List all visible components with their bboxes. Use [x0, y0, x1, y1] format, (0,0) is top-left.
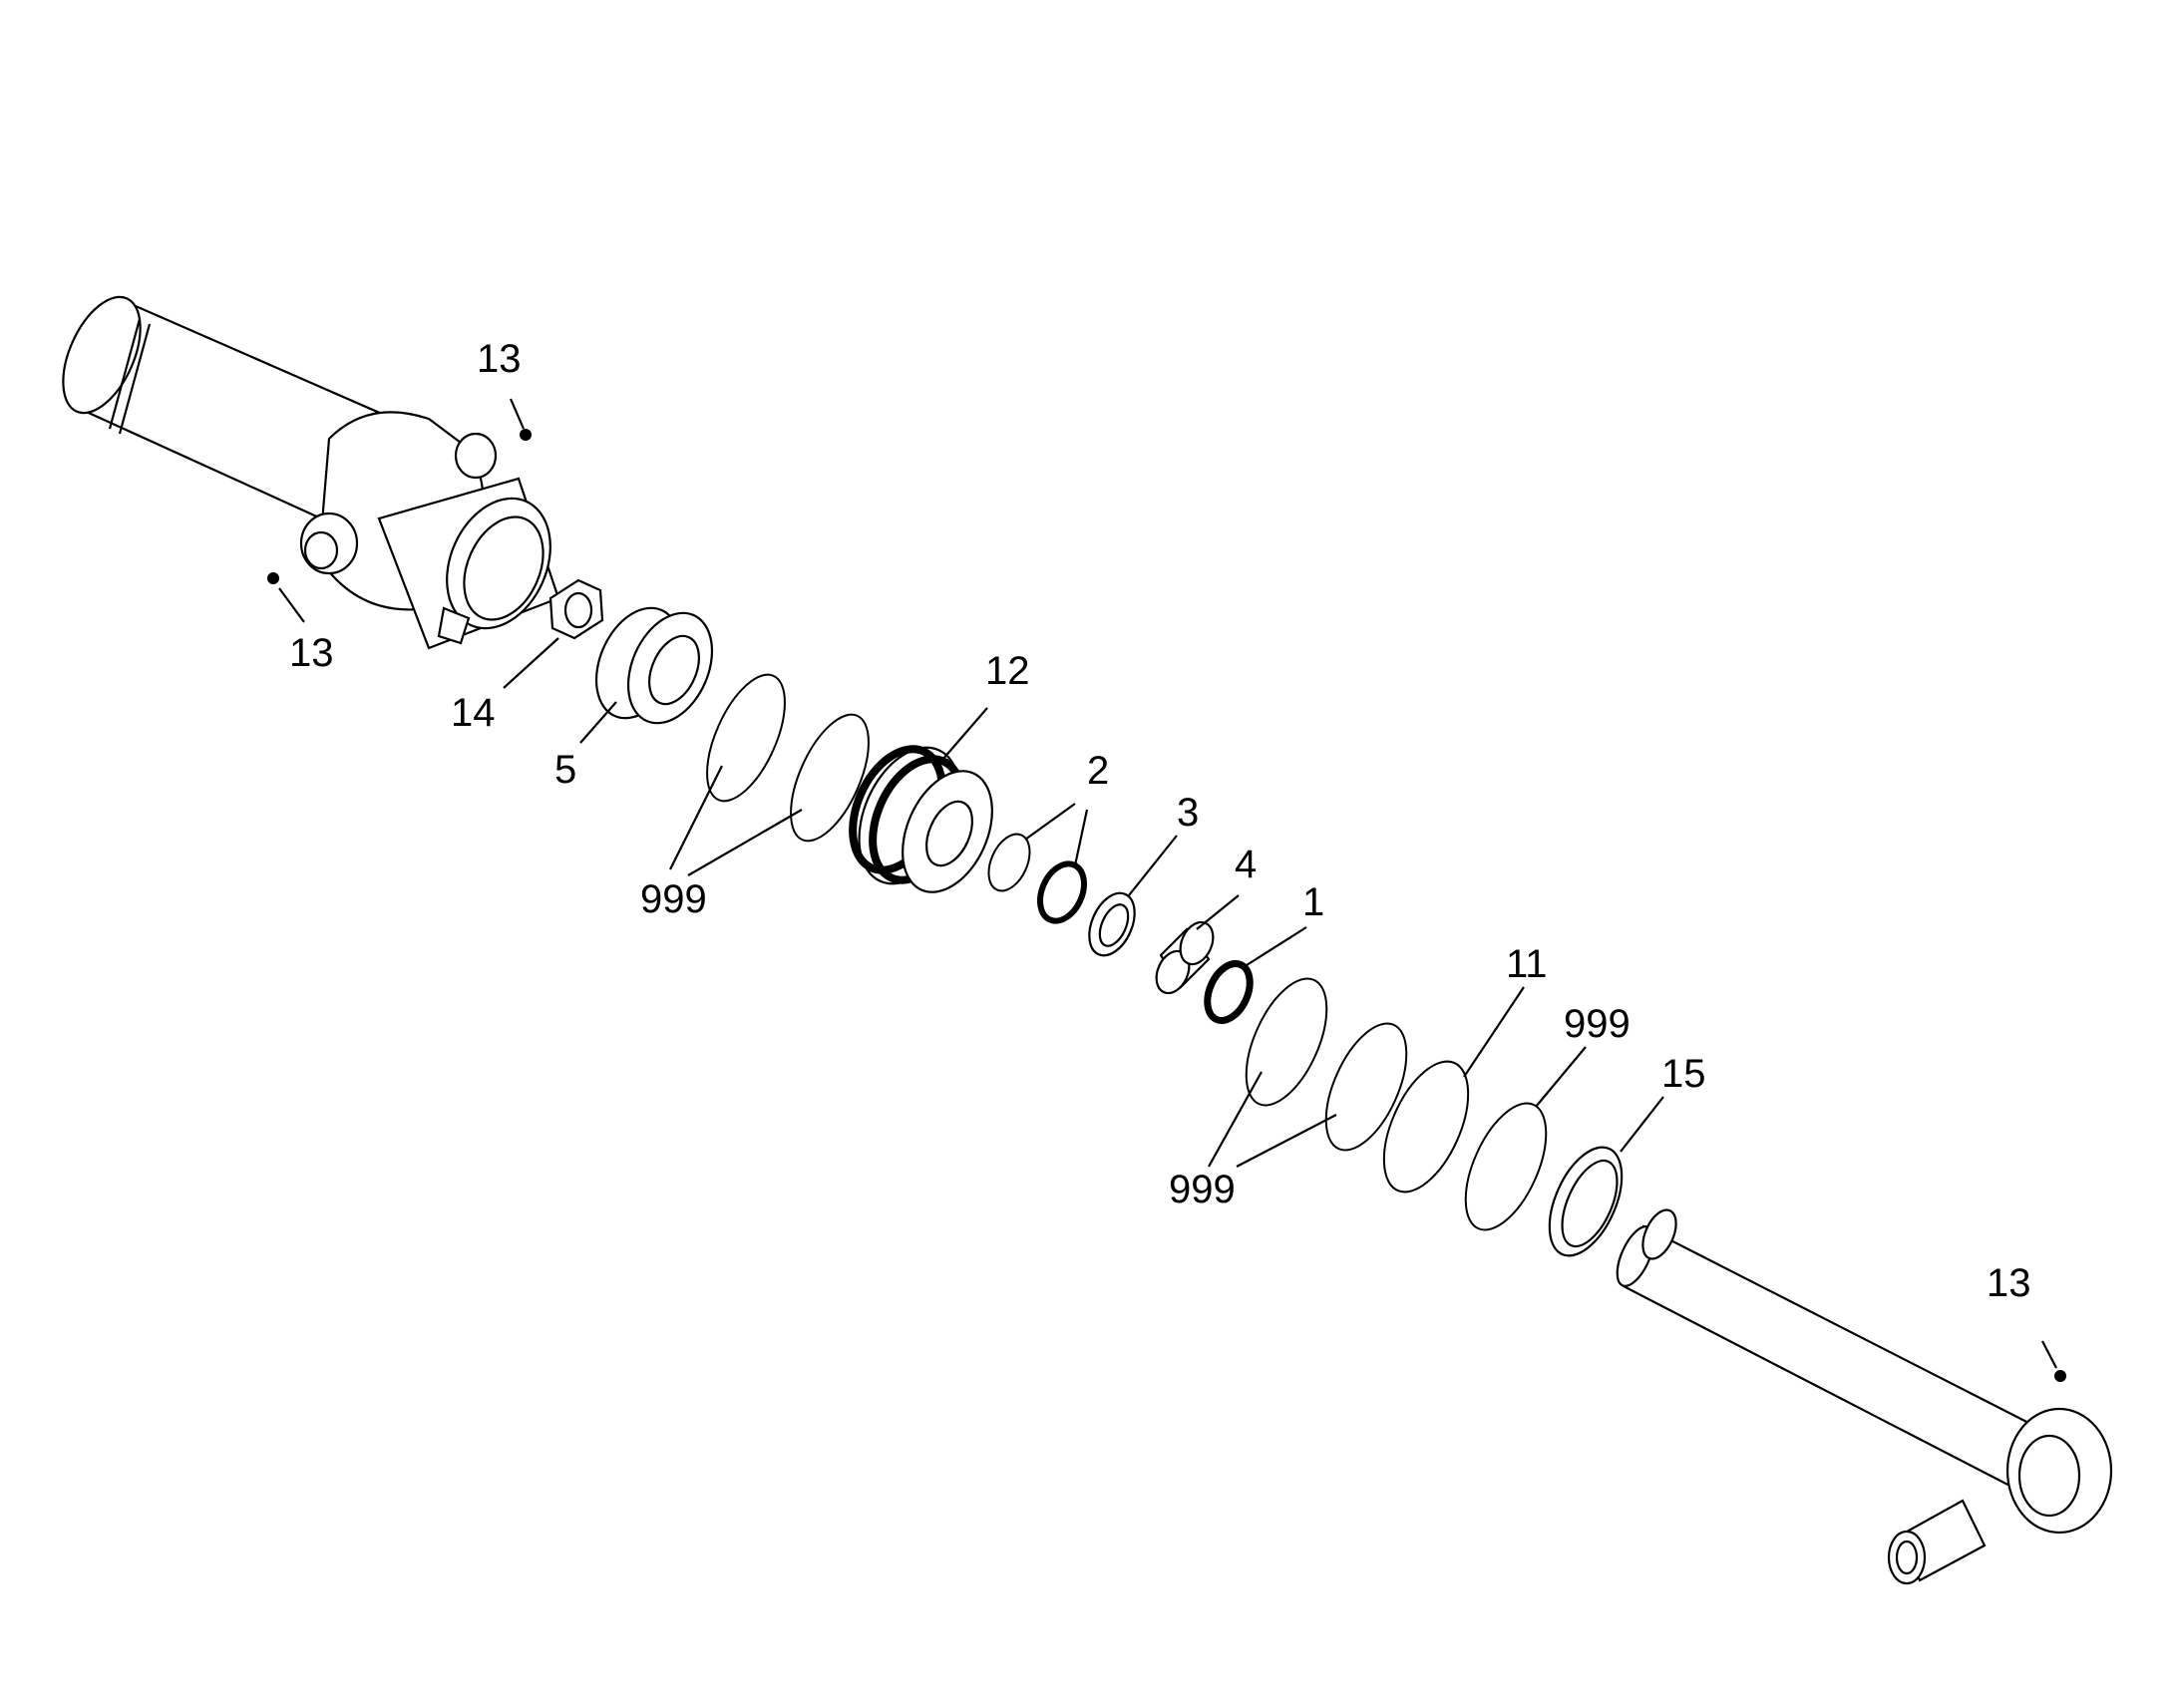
piston-rod: [1616, 1208, 2113, 1535]
callout-4: 4: [1235, 843, 1257, 886]
gland-5: [579, 606, 714, 744]
callout-999-b: 999: [1564, 1002, 1631, 1046]
callout-12: 12: [985, 649, 1030, 693]
lock-ring-15: [1548, 1096, 1664, 1257]
callout-13-top: 13: [477, 337, 522, 381]
bushing-4: [1155, 894, 1240, 995]
o-ring-1: [1204, 926, 1307, 1024]
callout-15: 15: [1661, 1052, 1706, 1096]
seal-ring-999-c: [1464, 1046, 1587, 1231]
ring-3: [1088, 835, 1178, 957]
nut-14: [503, 578, 604, 689]
screw-13-right: [2041, 1340, 2066, 1382]
callout-5: 5: [554, 748, 576, 792]
seals-2: [987, 803, 1089, 924]
seal-rings-999-a: [669, 673, 870, 876]
rod-bushing: [1887, 1499, 1987, 1585]
seal-rings-999-b: [1208, 977, 1408, 1168]
callout-13-right: 13: [1987, 1261, 2031, 1305]
callout-3: 3: [1177, 791, 1199, 835]
callout-1: 1: [1302, 880, 1324, 924]
cylinder-barrel: [62, 295, 560, 650]
screw-13-left: [267, 572, 305, 623]
callout-999-c: 999: [1169, 1168, 1236, 1211]
piston-12: [849, 707, 993, 893]
ring-11: [1382, 986, 1525, 1194]
callout-999-a: 999: [640, 877, 707, 921]
callout-14: 14: [451, 691, 496, 735]
callout-13-left: 13: [289, 631, 334, 675]
callout-11: 11: [1506, 942, 1548, 986]
screw-13-top: [509, 398, 532, 441]
callout-2: 2: [1087, 749, 1109, 793]
